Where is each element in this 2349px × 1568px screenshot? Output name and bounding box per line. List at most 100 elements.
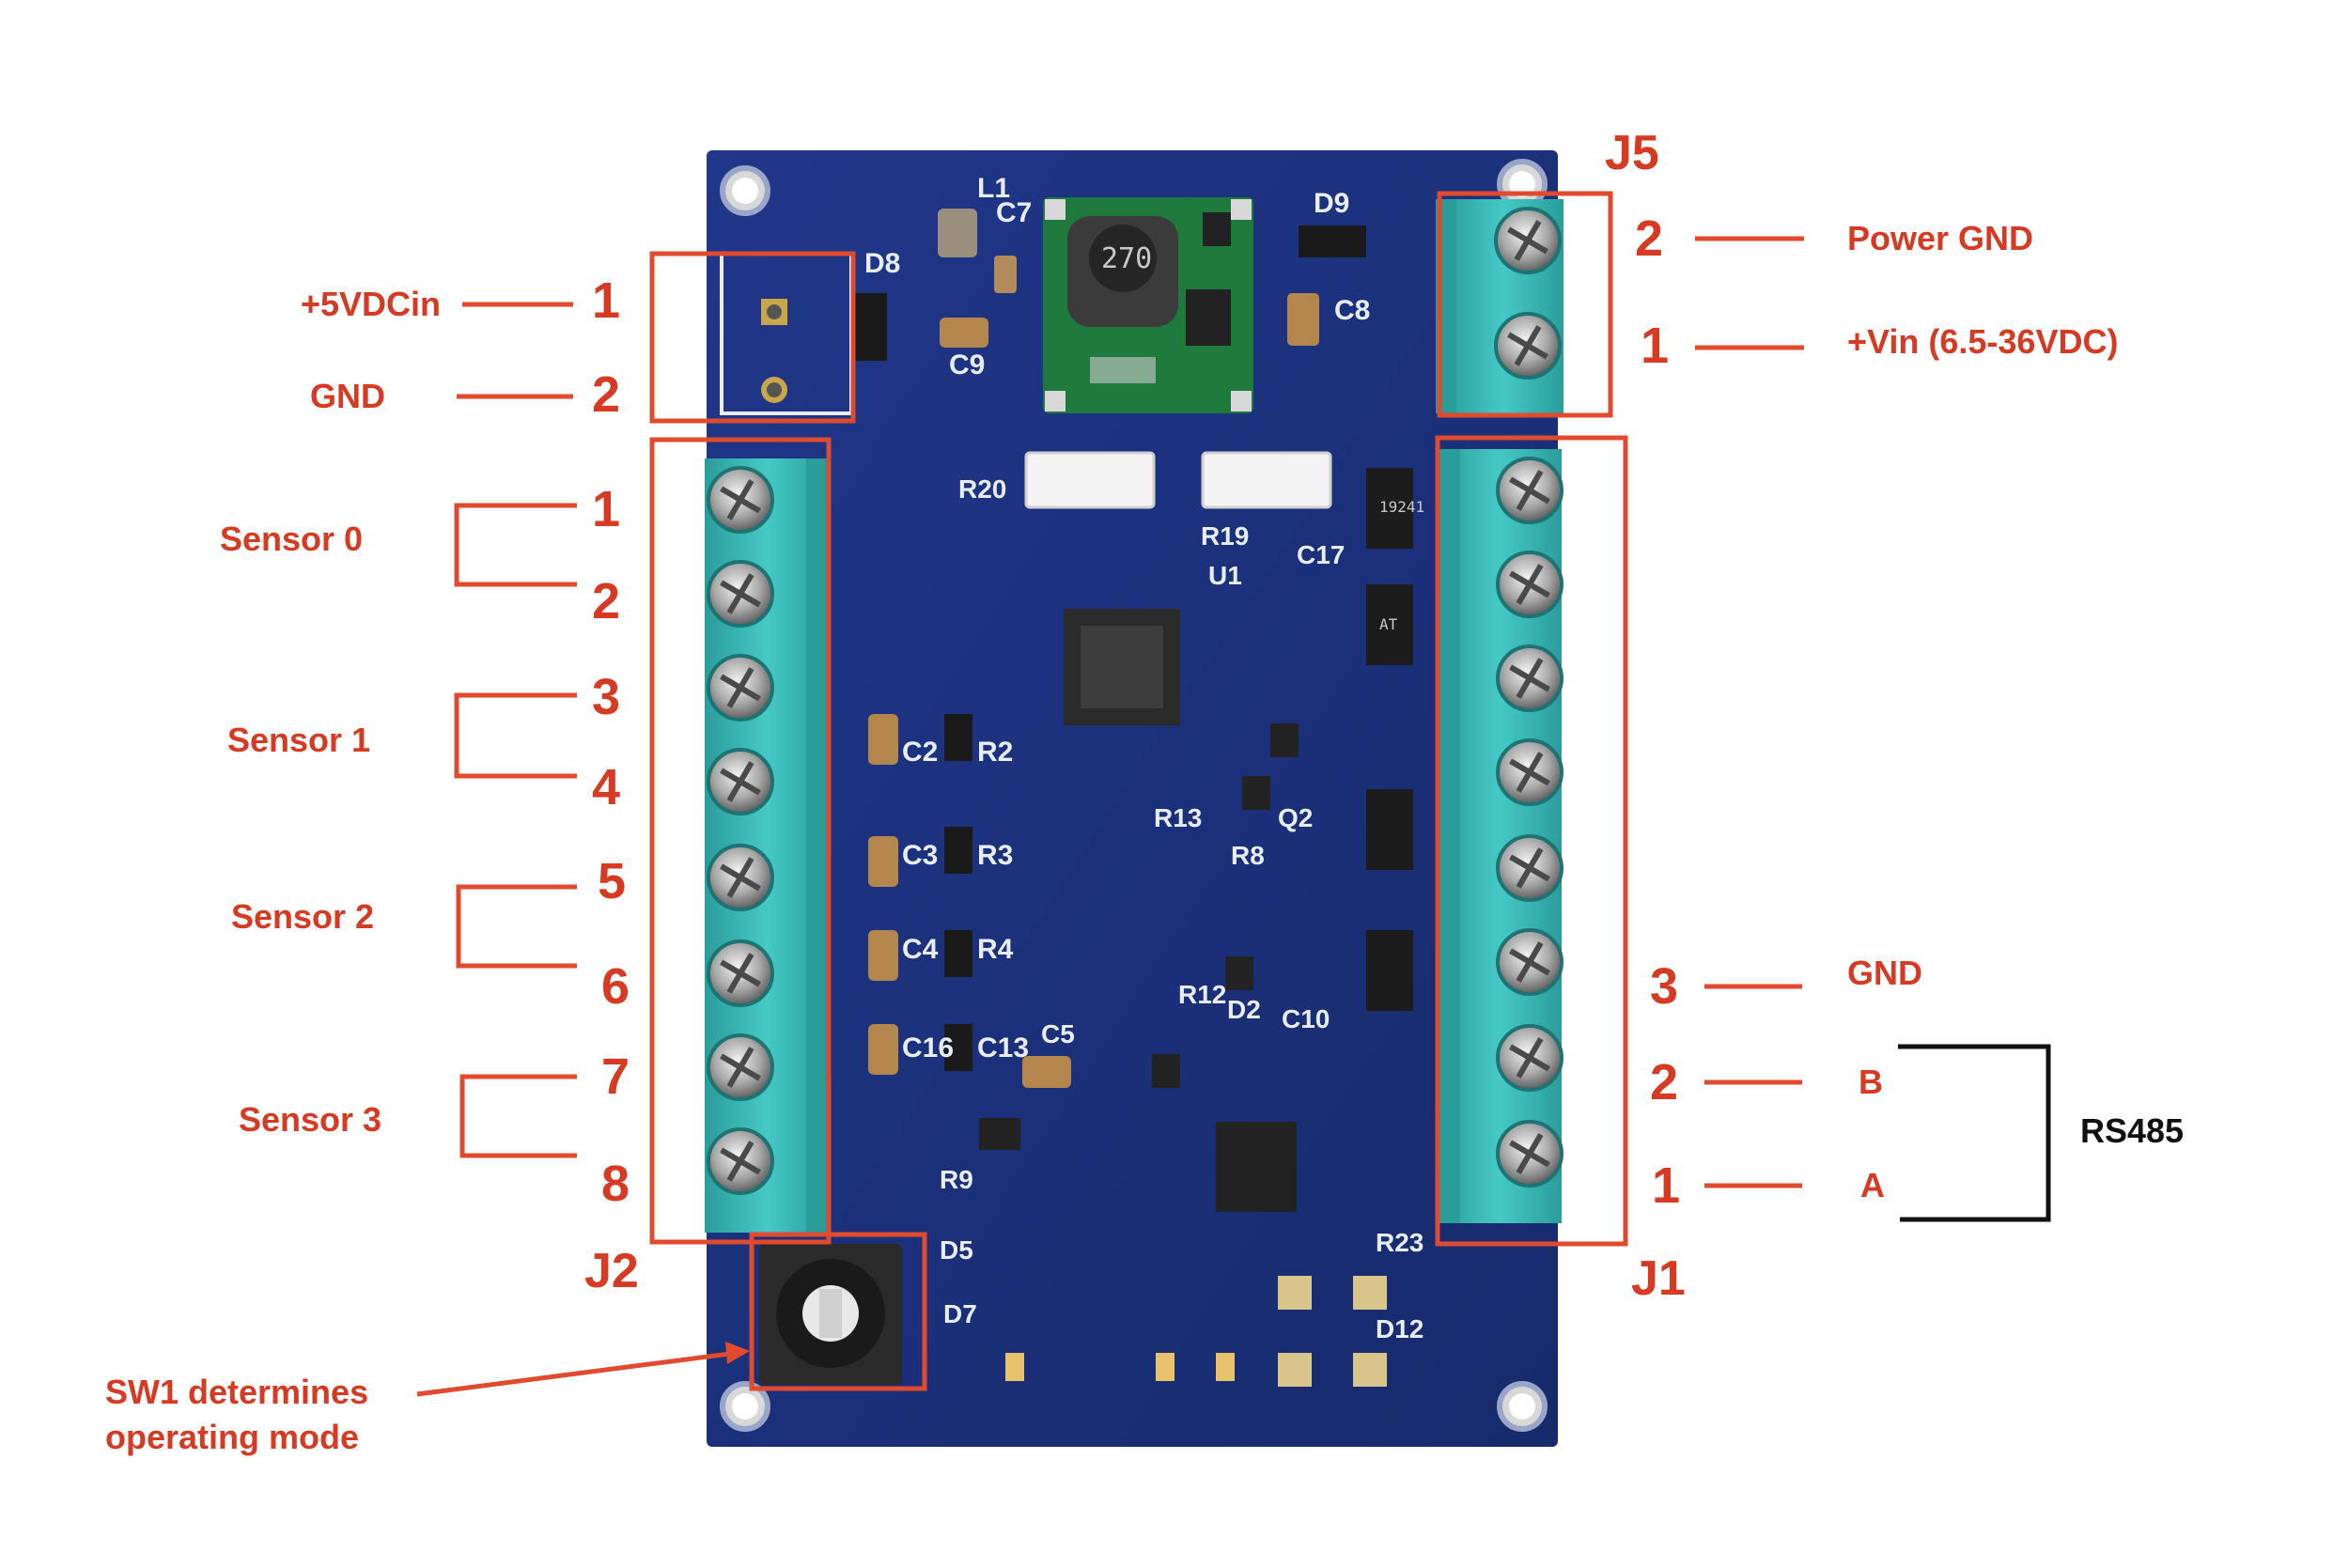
sw1-note-line-1: SW1 determines <box>105 1373 368 1411</box>
screw-icon <box>1496 457 1563 524</box>
j2-pin-1: 1 <box>592 481 620 537</box>
screw-icon <box>1496 1024 1563 1092</box>
j1-pin2-label: B <box>1859 1063 1883 1101</box>
j5-pinout: 2 Power GND 1 +Vin (6.5-36VDC) <box>1635 210 2118 374</box>
j5-pin2-num: 2 <box>1635 210 1663 267</box>
ref-c4: C16 <box>902 1032 954 1063</box>
ref-c8: C8 <box>1334 295 1370 326</box>
j6-pin1-num: 1 <box>592 272 620 329</box>
screw-icon <box>1496 1120 1563 1188</box>
ref-c18: Q2 <box>1278 803 1313 832</box>
smd-components: 19241 AT <box>855 209 1424 1387</box>
tvs-label: 19241 <box>1379 498 1424 516</box>
j1-pin1-num: 1 <box>1652 1157 1680 1214</box>
j5-pin1-label: +Vin (6.5-36VDC) <box>1847 322 2118 361</box>
j5-name: J5 <box>1605 126 1659 180</box>
j2-pin-4: 4 <box>592 759 620 815</box>
screw-icon <box>1496 928 1563 996</box>
j2-pin-2: 2 <box>592 573 620 629</box>
ref-r20: R20 <box>958 474 1006 504</box>
screw-icon <box>707 1033 774 1101</box>
screw-icon <box>1494 312 1562 380</box>
j1-pinout: 3 GND 2 B 1 A <box>1650 954 1922 1214</box>
ref-u5: D2 <box>1227 995 1261 1024</box>
sw1-note: SW1 determines operating mode <box>105 1342 750 1456</box>
j2-pin-5: 5 <box>598 853 626 909</box>
ref-r4: C13 <box>977 1032 1029 1063</box>
j2-pin-6: 6 <box>601 958 630 1015</box>
silkscreen-labels: L1 C7 D8 C9 D9 C8 R20 R19 C17 R2 C2 C3 R… <box>864 173 1423 1343</box>
j2-pin-3: 3 <box>592 669 620 725</box>
ref-l1: L1 <box>977 173 1010 204</box>
ref-r13: R8 <box>1231 841 1265 870</box>
ref-r10: D5 <box>940 1235 973 1265</box>
sensor-3-label: Sensor 3 <box>239 1100 381 1139</box>
j6-pinout: +5VDCin 1 GND 2 <box>301 272 620 423</box>
screw-icon <box>1494 207 1562 274</box>
inductor-label: 270 <box>1101 242 1152 275</box>
j1-pin3-label: GND <box>1847 954 1922 992</box>
ref-d9: D9 <box>1314 188 1349 219</box>
sensor-0-label: Sensor 0 <box>220 520 363 558</box>
ref-r6: R12 <box>1178 980 1226 1009</box>
screw-icon <box>1496 834 1563 902</box>
ref-c7: C7 <box>996 197 1032 228</box>
j6-pin2-label: GND <box>310 377 385 415</box>
j5-pin2-label: Power GND <box>1847 219 2033 257</box>
screw-icon <box>1496 551 1563 618</box>
ref-r12: C10 <box>1282 1004 1330 1033</box>
screw-icon <box>1496 644 1563 712</box>
j6-pin2-num: 2 <box>592 366 620 423</box>
screw-icon <box>707 939 774 1007</box>
sensor-2-label: Sensor 2 <box>231 897 374 936</box>
terminal-screws <box>707 207 1563 1195</box>
ref-r1: R2 <box>977 737 1013 768</box>
j2-pin-7: 7 <box>601 1048 630 1105</box>
ref-c3: C4 <box>902 934 939 965</box>
ref-d8: D8 <box>864 248 900 279</box>
screw-icon <box>707 466 774 534</box>
ref-r29: R9 <box>940 1165 973 1194</box>
sw1-highlight-box <box>749 1232 927 1391</box>
screw-icon <box>1496 738 1563 806</box>
sensor-1-label: Sensor 1 <box>227 721 370 759</box>
j1-pin2-num: 2 <box>1650 1054 1678 1110</box>
ref-c2: C3 <box>902 840 938 871</box>
ref-c1: C2 <box>902 737 938 768</box>
j6-pin1-label: +5VDCin <box>301 285 441 323</box>
screw-icon <box>707 560 774 628</box>
tvs-label: AT <box>1379 615 1398 633</box>
buck-converter-module: 270 <box>1043 197 1253 413</box>
pcb-board: 270 19241 AT <box>707 150 1558 1447</box>
sw1-rotary-switch <box>759 1244 902 1385</box>
ref-c10: C5 <box>1041 1019 1075 1048</box>
annotation-boxes <box>649 191 1628 1391</box>
j6-highlight-box <box>649 251 856 424</box>
j1-name: J1 <box>1631 1251 1686 1306</box>
ref-r3: R4 <box>977 934 1014 965</box>
j2-pinout <box>454 503 577 1158</box>
ref-d6: R23 <box>1376 1228 1423 1257</box>
screw-icon <box>707 844 774 911</box>
ref-r19: R19 <box>1201 521 1249 551</box>
ref-c17: C17 <box>1297 540 1345 569</box>
screw-icon <box>707 1127 774 1195</box>
mounting-holes <box>720 159 1548 1432</box>
j5-highlight-box <box>1437 191 1613 418</box>
ref-d5: D12 <box>1376 1314 1423 1343</box>
ref-u1: U1 <box>1208 561 1242 590</box>
rs485-label: RS485 <box>2080 1111 2184 1150</box>
ref-r9: D7 <box>943 1299 977 1328</box>
rs485-bracket: RS485 <box>1898 1044 2184 1222</box>
j2-pin-8: 8 <box>601 1156 630 1212</box>
j1-highlight-box <box>1435 435 1628 1247</box>
j1-pin1-label: A <box>1860 1166 1885 1204</box>
ref-c9: C9 <box>949 349 985 380</box>
screw-icon <box>707 654 774 722</box>
j5-pin1-num: 1 <box>1641 318 1669 374</box>
j2-name: J2 <box>584 1244 639 1298</box>
j1-pin3-num: 3 <box>1650 958 1678 1015</box>
screw-icon <box>707 748 774 815</box>
j2-highlight-box <box>649 437 832 1245</box>
